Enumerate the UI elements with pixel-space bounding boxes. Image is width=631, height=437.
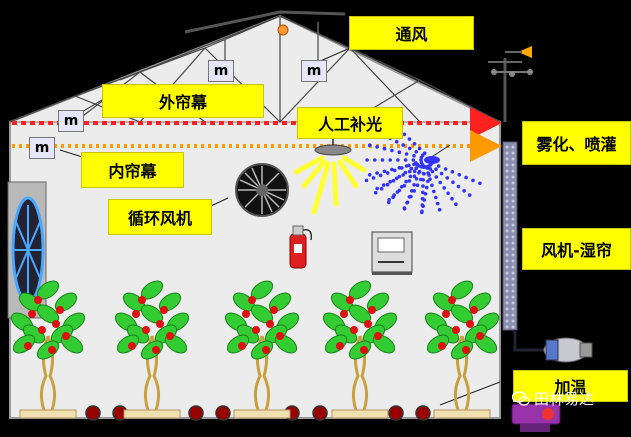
wechat-icon (512, 390, 530, 406)
motor-icon: m (58, 110, 84, 132)
wet-curtain (502, 141, 518, 331)
watermark: 田林易达 (512, 388, 594, 409)
label-outer-curtain: 外帘幕 (102, 84, 264, 118)
label-fan-wet-curtain: 风机-湿帘 (522, 228, 631, 270)
motor-icon: m (301, 60, 327, 82)
floor-heating (85, 405, 431, 421)
motor-icon: m (208, 60, 234, 82)
label-heating: 加温 (513, 370, 628, 402)
circulation-fan-icon (235, 163, 289, 217)
tomato-plant (322, 280, 398, 419)
motor-icon: m (29, 137, 55, 159)
vent-motor-icon (277, 24, 289, 36)
label-circulation-fan: 循环风机 (108, 199, 212, 235)
heater-icon (511, 403, 561, 432)
label-mist-irrigation: 雾化、喷灌 (522, 121, 631, 165)
pump-icon (513, 330, 593, 363)
tomato-plants (10, 280, 500, 419)
fire-extinguisher-icon (289, 225, 313, 269)
label-grow-light: 人工补光 (297, 107, 403, 139)
tomato-plant (224, 280, 300, 419)
lamp-icon (293, 138, 367, 215)
control-box-icon (371, 231, 413, 275)
label-ventilation: 通风 (349, 16, 474, 50)
weather-vane-icon (488, 46, 533, 122)
tomato-plant (424, 280, 500, 419)
tomato-plant (10, 280, 86, 419)
roof-vent (184, 10, 346, 62)
tomato-plant (114, 280, 190, 419)
mist-spray (364, 118, 482, 215)
label-inner-curtain: 内帘幕 (81, 152, 184, 188)
